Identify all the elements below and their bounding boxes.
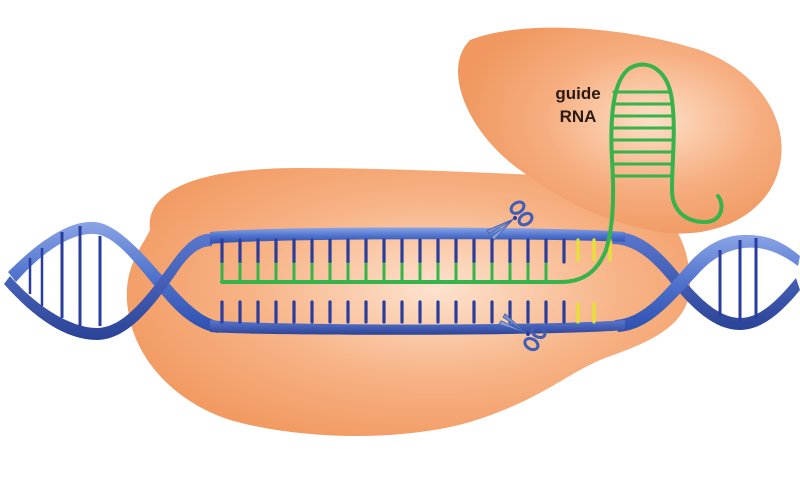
guide-rna-label-line1: guide bbox=[538, 83, 618, 105]
guide-rna-label-line2: RNA bbox=[538, 106, 618, 128]
